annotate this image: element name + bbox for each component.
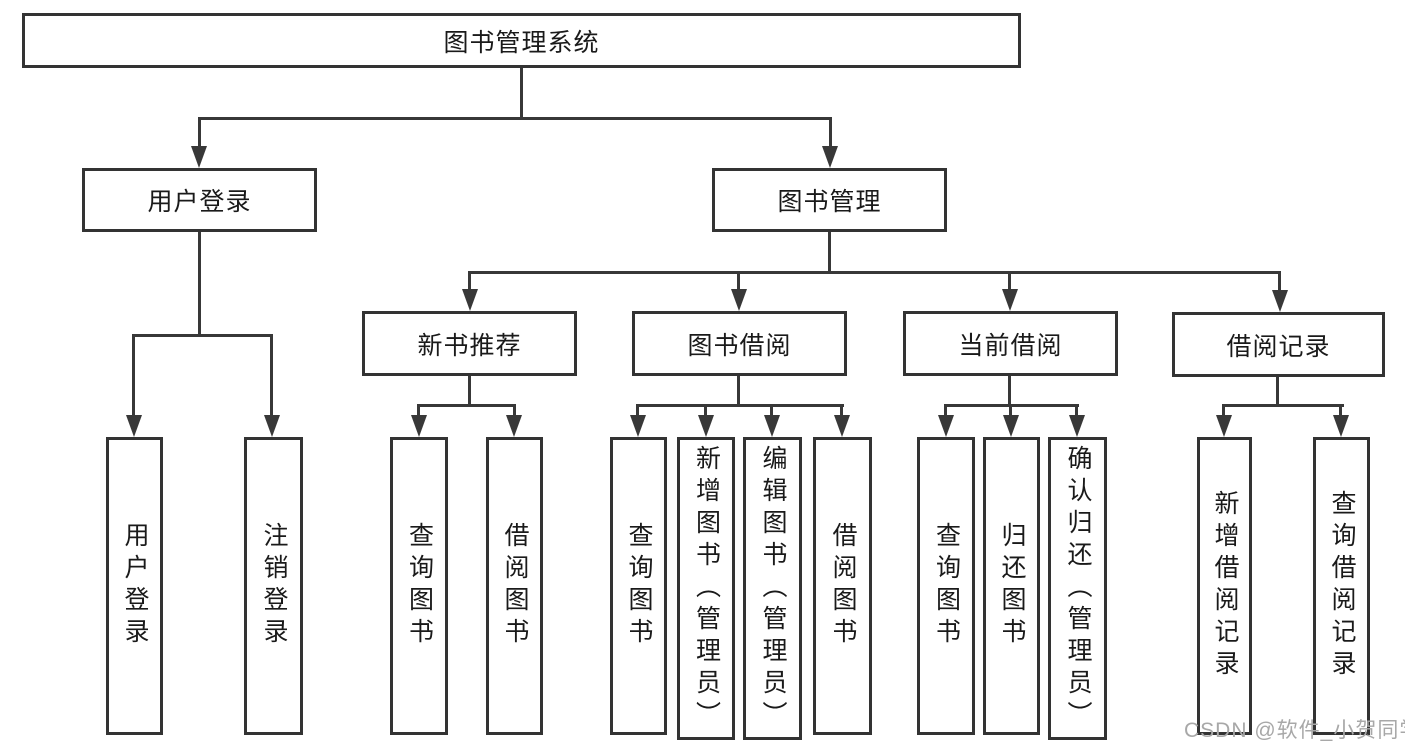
connector-current-stem xyxy=(1008,376,1011,407)
connector-book-mgmt-branch xyxy=(468,271,1281,274)
node-label: 编辑图书（管理员） xyxy=(759,444,787,733)
connector-records-branch xyxy=(1222,404,1344,407)
arrow-down-icon xyxy=(1069,415,1085,437)
node-label: 借阅图书 xyxy=(501,522,529,650)
leaf-borrow-books: 借阅图书 xyxy=(813,437,872,735)
arrow-down-icon xyxy=(1003,415,1019,437)
leaf-add-borrow-record: 新增借阅记录 xyxy=(1197,437,1252,735)
node-label: 查询图书 xyxy=(405,522,434,650)
node-book-borrow: 图书借阅 xyxy=(632,311,847,376)
arrow-down-icon xyxy=(506,415,522,437)
node-label: 图书借阅 xyxy=(687,331,792,360)
arrow-down-icon xyxy=(126,415,142,437)
connector-borrow-branch xyxy=(636,404,844,407)
connector-recommend-stem xyxy=(468,376,471,407)
node-label: 确认归还（管理员） xyxy=(1064,444,1092,733)
connector-drop xyxy=(840,404,843,418)
leaf-current-query-books: 查询图书 xyxy=(917,437,975,735)
arrow-down-icon xyxy=(1216,415,1232,437)
node-user-login: 用户登录 xyxy=(82,168,317,232)
node-library-system: 图书管理系统 xyxy=(22,13,1021,68)
arrow-down-icon xyxy=(411,415,427,437)
node-label: 借阅记录 xyxy=(1226,332,1331,361)
connector-drop xyxy=(737,271,740,291)
node-label: 用户登录 xyxy=(121,522,149,650)
connector-drop xyxy=(1008,271,1011,291)
connector-user-login-branch xyxy=(132,334,273,337)
node-label: 借阅图书 xyxy=(829,522,857,650)
leaf-return-books: 归还图书 xyxy=(983,437,1040,735)
arrow-down-icon xyxy=(191,146,207,168)
connector-user-login-drop xyxy=(198,117,201,149)
node-label: 图书管理系统 xyxy=(443,28,600,57)
connector-drop xyxy=(1339,404,1342,418)
connector-drop xyxy=(636,404,639,418)
node-label: 查询借阅记录 xyxy=(1328,490,1356,682)
leaf-query-borrow-record: 查询借阅记录 xyxy=(1313,437,1370,735)
connector-root-stem xyxy=(520,68,523,119)
node-label: 新增借阅记录 xyxy=(1211,490,1239,682)
connector-drop xyxy=(513,404,516,418)
arrow-down-icon xyxy=(764,415,780,437)
node-label: 归还图书 xyxy=(998,522,1026,650)
connector-drop xyxy=(1075,404,1078,418)
node-new-book-recommend: 新书推荐 xyxy=(362,311,577,376)
arrow-down-icon xyxy=(462,289,478,311)
leaf-logout: 注销登录 xyxy=(244,437,303,735)
node-label: 查询图书 xyxy=(932,522,961,650)
node-label: 查询图书 xyxy=(625,522,653,650)
node-label: 用户登录 xyxy=(147,188,252,216)
connector-drop xyxy=(1278,271,1281,291)
arrow-down-icon xyxy=(1333,415,1349,437)
arrow-down-icon xyxy=(1002,289,1018,311)
node-label: 当前借阅 xyxy=(958,331,1063,360)
connector-drop xyxy=(1222,404,1225,418)
connector-user-login-stem xyxy=(198,232,201,337)
leaf-user-login: 用户登录 xyxy=(106,437,163,735)
leaf-recommend-query-books: 查询图书 xyxy=(390,437,448,735)
leaf-edit-books-admin: 编辑图书（管理员） xyxy=(743,437,802,740)
node-borrow-records: 借阅记录 xyxy=(1172,312,1385,377)
leaf-borrow-query-books: 查询图书 xyxy=(610,437,667,735)
arrow-down-icon xyxy=(264,415,280,437)
arrow-down-icon xyxy=(1272,290,1288,312)
connector-drop xyxy=(704,404,707,418)
connector-drop xyxy=(270,334,273,417)
connector-drop xyxy=(417,404,420,418)
connector-drop xyxy=(944,404,947,418)
connector-drop xyxy=(1009,404,1012,418)
connector-drop xyxy=(132,334,135,417)
arrow-down-icon xyxy=(698,415,714,437)
arrow-down-icon xyxy=(938,415,954,437)
connector-root-branch xyxy=(198,117,832,120)
node-label: 新书推荐 xyxy=(417,331,522,360)
connector-book-mgmt-drop xyxy=(829,117,832,149)
connector-recommend-branch xyxy=(417,404,516,407)
node-label: 新增图书（管理员） xyxy=(692,444,721,733)
node-label: 图书管理 xyxy=(777,188,882,216)
leaf-recommend-borrow-books: 借阅图书 xyxy=(486,437,543,735)
arrow-down-icon xyxy=(834,415,850,437)
node-label: 注销登录 xyxy=(260,522,288,650)
connector-records-stem xyxy=(1276,377,1279,407)
arrow-down-icon xyxy=(822,146,838,168)
connector-book-mgmt-stem xyxy=(828,232,831,274)
arrow-down-icon xyxy=(630,415,646,437)
connector-drop xyxy=(770,404,773,418)
arrow-down-icon xyxy=(731,289,747,311)
csdn-watermark: CSDN @软件_小贺同学 xyxy=(1184,719,1405,742)
connector-borrow-stem xyxy=(737,376,740,407)
node-book-management: 图书管理 xyxy=(712,168,947,232)
node-current-borrow: 当前借阅 xyxy=(903,311,1118,376)
leaf-confirm-return-admin: 确认归还（管理员） xyxy=(1048,437,1107,740)
connector-drop xyxy=(468,271,471,291)
leaf-add-books-admin: 新增图书（管理员） xyxy=(677,437,735,740)
